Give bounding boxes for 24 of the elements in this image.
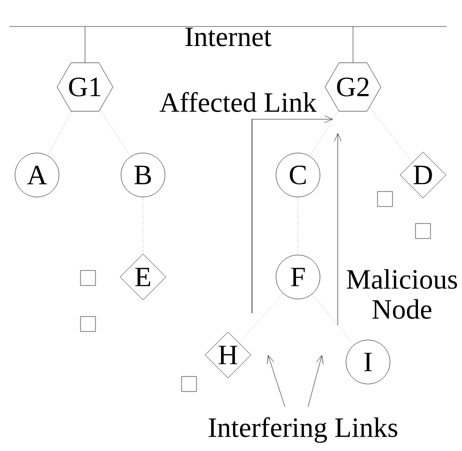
link-line: [312, 294, 354, 346]
arrow: [334, 133, 342, 326]
arrow: [308, 355, 324, 408]
annotation-text: Malicious Node: [346, 269, 457, 319]
gateway-hexagon: G2: [324, 62, 382, 112]
link-line: [369, 107, 413, 162]
link-line: [310, 110, 339, 156]
link-line: [100, 110, 131, 157]
link-line: [238, 293, 284, 343]
link-line: [142, 197, 144, 254]
small-square: [80, 316, 96, 332]
arrow: [267, 355, 286, 408]
small-square: [377, 191, 393, 207]
annotation-text: Affected Link: [160, 92, 317, 112]
link-line: [352, 26, 354, 63]
small-square: [415, 223, 431, 239]
gateway-hexagon: G1: [56, 62, 114, 112]
network-bus: Internet: [9, 26, 447, 46]
small-square: [181, 376, 197, 392]
link-line: [84, 26, 86, 63]
arrow: [252, 116, 333, 314]
annotation-text: Interfering Links: [208, 417, 398, 443]
small-square: [80, 270, 96, 286]
link-line: [47, 111, 72, 156]
